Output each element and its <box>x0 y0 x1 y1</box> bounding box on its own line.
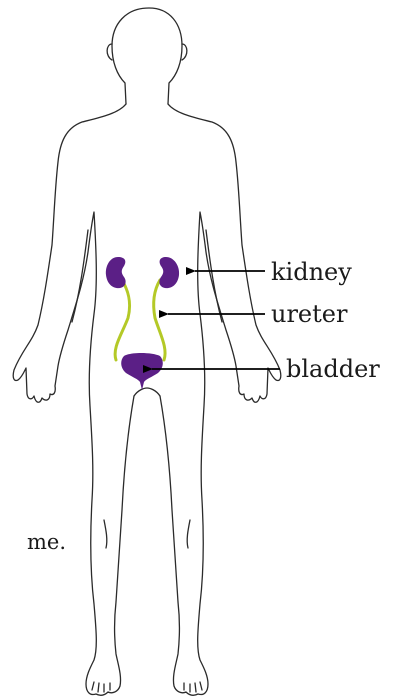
bladder <box>121 353 163 390</box>
right-ear-outline <box>182 44 187 60</box>
body-outline <box>13 8 281 695</box>
kidneys <box>106 257 179 288</box>
right-knee-line <box>187 520 190 548</box>
right-ureter <box>154 280 165 360</box>
cut-off-text-fragment: me. <box>27 530 66 554</box>
head-outline <box>112 8 182 104</box>
right-toes <box>184 682 202 692</box>
right-kidney <box>159 257 179 288</box>
kidney-label: kidney <box>271 258 352 286</box>
ureters <box>115 280 165 360</box>
crotch-outline <box>134 388 160 396</box>
left-side-outline <box>13 104 134 695</box>
left-kidney <box>106 257 126 288</box>
left-knee-line <box>104 520 107 548</box>
right-side-outline <box>160 104 281 695</box>
left-toes <box>92 682 110 692</box>
left-ureter <box>115 280 130 360</box>
left-ear-outline <box>107 44 112 60</box>
bladder-label: bladder <box>286 355 380 383</box>
ureter-label: ureter <box>271 300 348 328</box>
